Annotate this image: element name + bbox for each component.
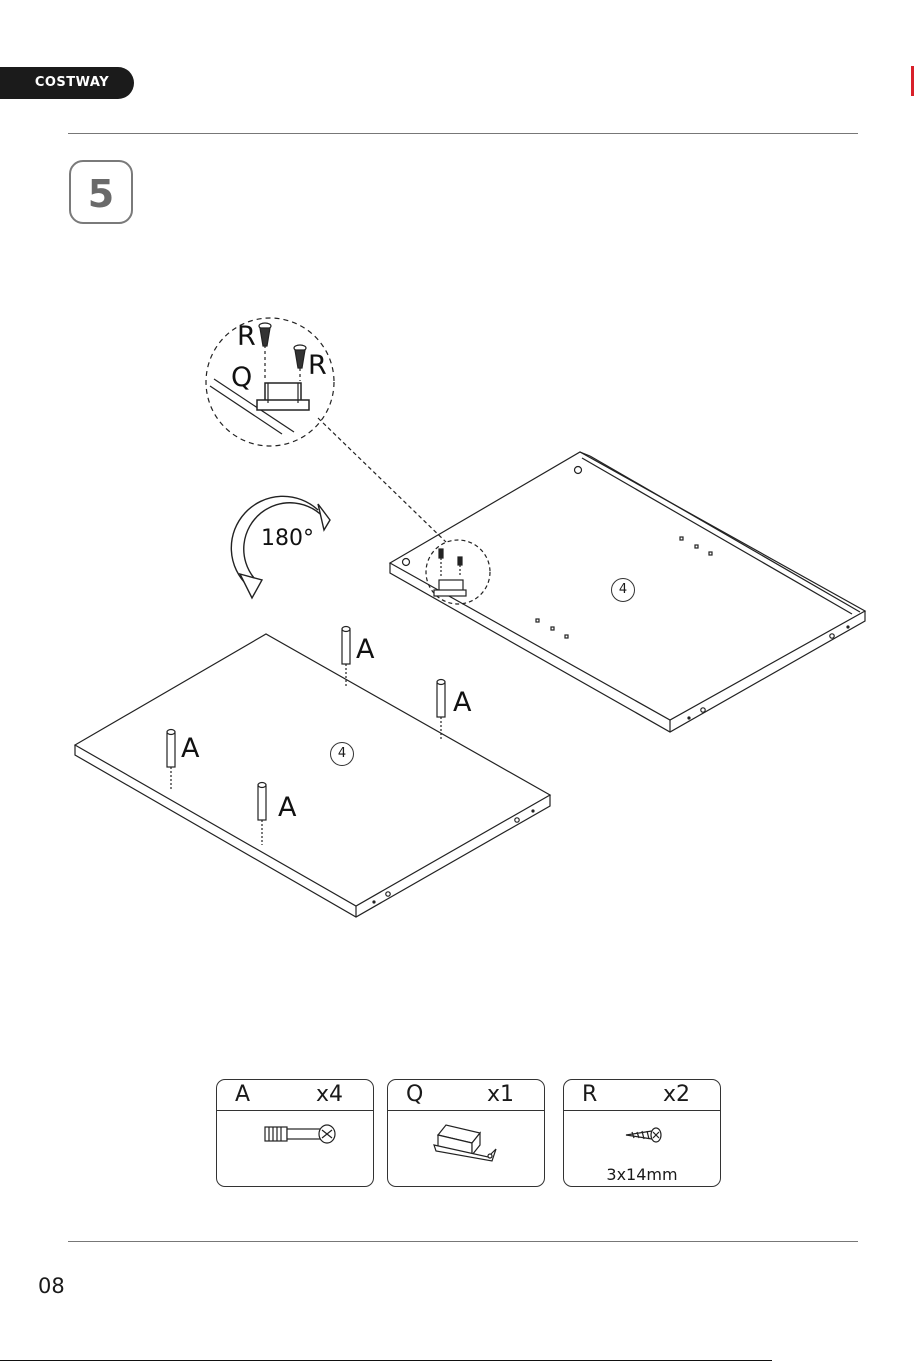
bottom-divider [68,1241,858,1242]
page-number: 08 [38,1274,65,1298]
fastener-label-a-3: A [181,735,199,762]
panel-number-upper: 4 [611,578,635,602]
part-quantity: x1 [487,1082,514,1107]
part-card-r: R x2 3x14mm [563,1079,721,1187]
fastener-label-a-1: A [356,636,374,663]
part-card-header: Q x1 [388,1080,544,1111]
magnetic-catch-icon [388,1111,544,1187]
part-quantity: x2 [663,1082,690,1107]
part-card-header: A x4 [217,1080,373,1111]
rotation-label: 180° [261,528,314,550]
page-edge-line [0,1360,772,1361]
part-card-a: A x4 [216,1079,374,1187]
part-letter: A [235,1082,250,1107]
part-quantity: x4 [316,1082,343,1107]
callout-label-r-1: R [237,323,256,350]
zoom-callout [206,318,334,446]
panel-number-lower: 4 [330,742,354,766]
callout-label-q: Q [231,364,252,391]
fastener-label-a-2: A [453,689,471,716]
part-letter: R [582,1082,597,1107]
cam-bolt-icon [217,1111,373,1187]
fastener-label-a-4: A [278,794,296,821]
lower-panel [75,627,550,918]
part-card-header: R x2 [564,1080,720,1111]
callout-label-r-2: R [308,352,327,379]
part-size: 3x14mm [564,1165,720,1184]
part-card-q: Q x1 [387,1079,545,1187]
part-letter: Q [406,1082,423,1107]
